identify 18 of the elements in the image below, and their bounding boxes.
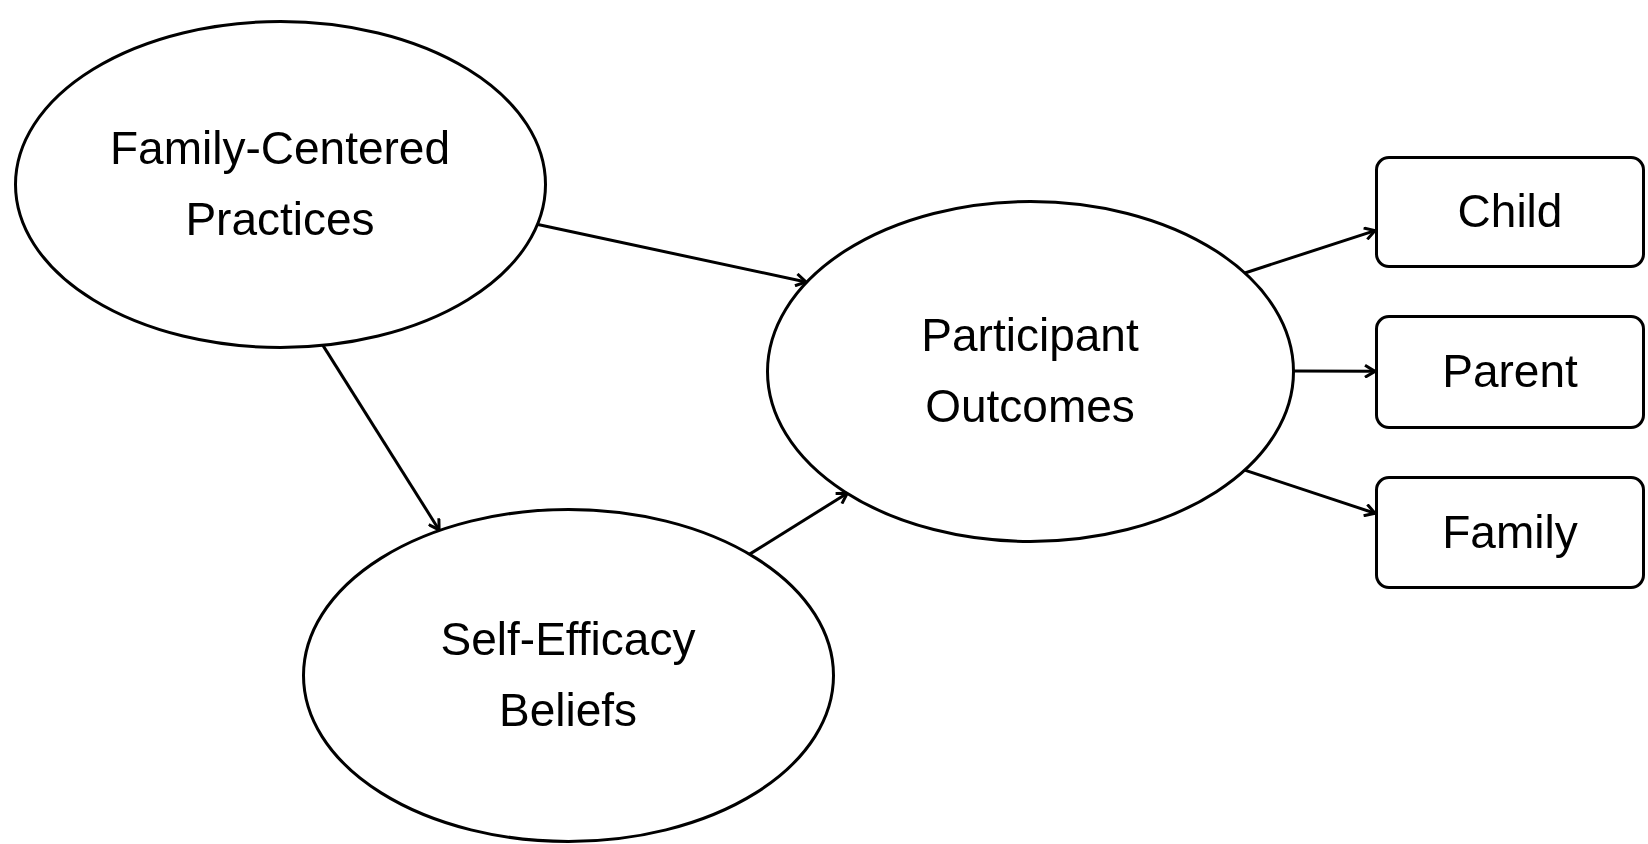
arrow xyxy=(536,222,808,288)
node-label: Family xyxy=(1442,504,1578,560)
arrow xyxy=(1244,226,1377,275)
node-label: Self-Efficacy Beliefs xyxy=(439,611,697,738)
arrow xyxy=(1243,468,1377,518)
process-box xyxy=(1375,476,1645,589)
arrow xyxy=(321,344,441,532)
arrow xyxy=(748,491,849,556)
process-box xyxy=(1375,156,1645,268)
ellipse-node xyxy=(13,19,547,349)
node-label: Parent xyxy=(1442,344,1578,400)
ellipse-node xyxy=(301,507,835,843)
node-label: Participant Outcomes xyxy=(920,307,1140,434)
node-label: Child xyxy=(1457,184,1563,240)
node-label: Family-Centered Practices xyxy=(109,120,451,247)
ellipse-node xyxy=(765,199,1295,543)
process-box xyxy=(1375,315,1645,429)
arrow xyxy=(1293,363,1377,379)
